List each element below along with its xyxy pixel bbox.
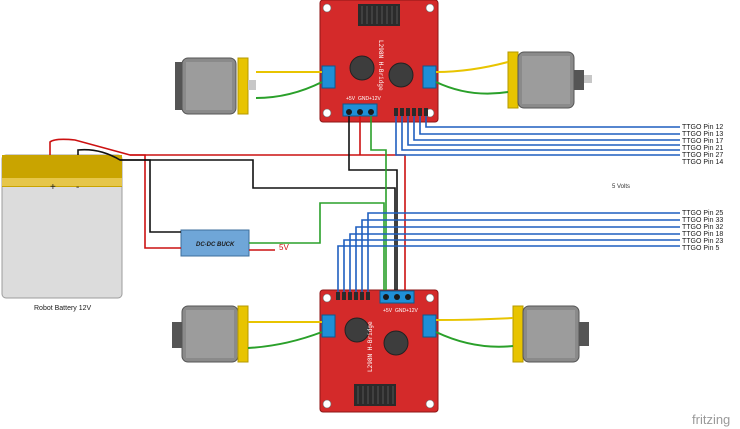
bottom-pin-label-4: TTGO Pin 18 [682, 231, 723, 238]
top-pin-label-1: TTGO Pin 12 [682, 124, 723, 131]
hbridge-bottom-terminal-2: GND [395, 308, 407, 314]
signal-wires-bottom [337, 212, 680, 292]
bottom-pin-label-1: TTGO Pin 25 [682, 210, 723, 217]
bottom-pin-label-5: TTGO Pin 23 [682, 238, 723, 245]
bottom-pin-label-2: TTGO Pin 33 [682, 217, 723, 224]
signal-wires-top [395, 116, 680, 156]
hbridge-bottom: L298N H-Bridge +5V GND +12V [319, 289, 439, 413]
battery: + - [1, 154, 123, 299]
motor-wires [247, 61, 514, 349]
hbridge-bottom-chip-text: L298N H-Bridge [367, 321, 374, 372]
buck-converter: DC-DC BUCK [180, 229, 250, 257]
motor-top-left [175, 57, 256, 115]
motor-bottom-right [512, 305, 589, 363]
power-wires [49, 116, 406, 290]
hbridge-top: L298N H-Bridge +5V GND +12V [319, 0, 439, 123]
top-pin-label-2: TTGO Pin 13 [682, 131, 723, 138]
motor-top-right [507, 51, 592, 109]
hbridge-bottom-terminal-1: +5V [383, 308, 393, 314]
top-pin-label-4: TTGO Pin 21 [682, 145, 723, 152]
hbridge-top-terminal-3: +12V [369, 96, 381, 102]
bottom-pin-label-6: TTGO Pin 5 [682, 245, 719, 252]
hbridge-top-terminal-1: +5V [346, 96, 356, 102]
top-pin-label-5: TTGO Pin 27 [682, 152, 723, 159]
battery-minus-label: - [76, 182, 79, 193]
hbridge-top-terminal-2: GND [358, 96, 370, 102]
fritzing-brand: fritzing [692, 412, 730, 427]
top-pin-label-3: TTGO Pin 17 [682, 138, 723, 145]
battery-label: Robot Battery 12V [34, 305, 92, 312]
hbridge-bottom-terminal-3: +12V [406, 308, 418, 314]
rail-5v-label: 5V [279, 243, 289, 252]
top-pin-label-6: TTGO Pin 14 [682, 159, 723, 166]
bottom-pin-label-3: TTGO Pin 32 [682, 224, 723, 231]
buck-label: DC-DC BUCK [196, 242, 235, 248]
battery-plus-label: + [50, 182, 56, 193]
motor-bottom-left [172, 305, 249, 363]
top-pin-labels: TTGO Pin 12 TTGO Pin 13 TTGO Pin 17 TTGO… [682, 124, 723, 166]
five-volts-label: 5 Volts [612, 184, 630, 190]
hbridge-top-chip-text: L298N H-Bridge [377, 40, 384, 91]
bottom-pin-labels: TTGO Pin 25 TTGO Pin 33 TTGO Pin 32 TTGO… [682, 210, 723, 252]
